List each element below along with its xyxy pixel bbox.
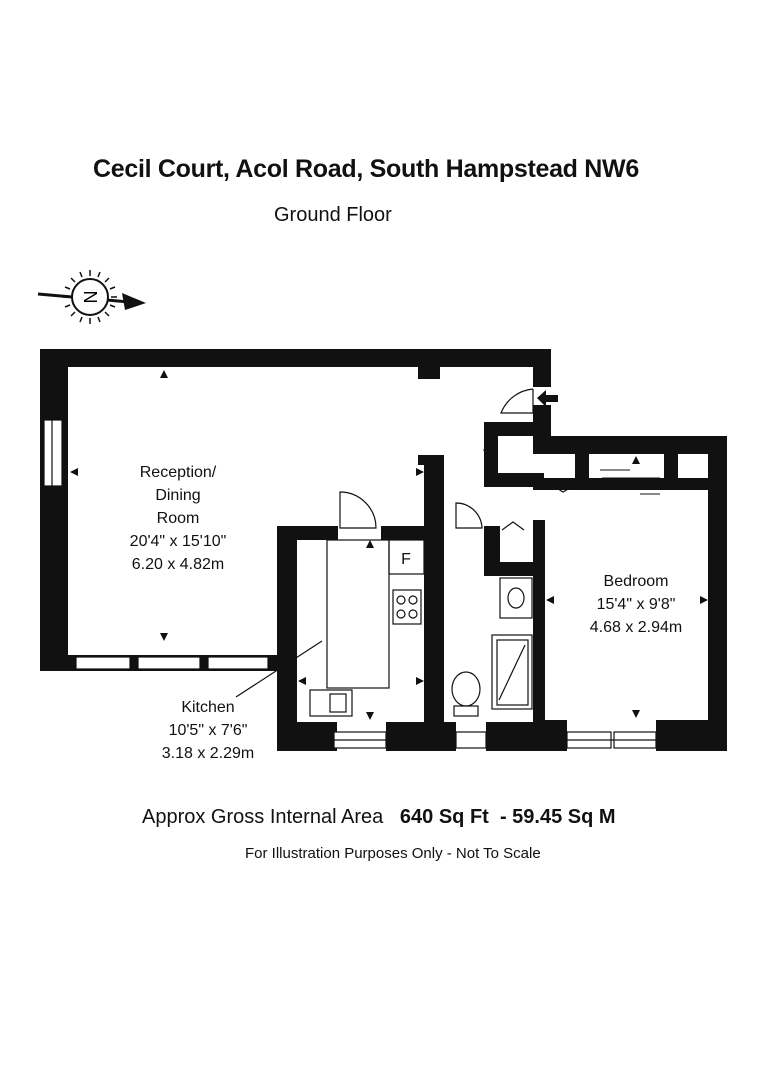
area-sqm: - 59.45 Sq M: [499, 806, 616, 828]
gross-internal-area: Approx Gross Internal Area 640 Sq Ft - 5…: [142, 806, 616, 829]
bedroom-metric: 4.68 x 2.94m: [590, 619, 683, 636]
dimension-markers: [70, 370, 708, 720]
fridge-label: F: [401, 551, 411, 568]
reception-name-3: Room: [157, 510, 200, 527]
reception-imperial: 20'4" x 15'10": [130, 533, 227, 550]
floor-label: Ground Floor: [274, 204, 392, 226]
kitchen-metric: 3.18 x 2.29m: [162, 745, 255, 762]
page-title: Cecil Court, Acol Road, South Hampstead …: [93, 155, 639, 183]
bedroom-imperial: 15'4" x 9'8": [597, 596, 676, 613]
north-compass-icon: N: [37, 270, 146, 324]
kitchen-imperial: 10'5" x 7'6": [169, 722, 248, 739]
reception-metric: 6.20 x 4.82m: [132, 556, 225, 573]
kitchen-leader-line: [235, 640, 323, 698]
windows: [43, 419, 657, 749]
walls: [40, 349, 727, 751]
kitchen-name: Kitchen: [181, 699, 234, 716]
entrance-arrow-icon: [537, 390, 558, 407]
area-sqft: 640 Sq Ft: [399, 806, 489, 828]
doors: [339, 388, 576, 531]
reception-name-1: Reception/: [140, 464, 217, 481]
bathroom-fittings: [451, 577, 533, 717]
area-label: Approx Gross Internal Area: [142, 806, 384, 828]
compass-label: N: [81, 291, 101, 304]
kitchen-fittings: [309, 539, 425, 717]
bedroom-name: Bedroom: [604, 573, 669, 590]
disclaimer: For Illustration Purposes Only - Not To …: [245, 845, 541, 862]
wardrobe-doors: [600, 469, 708, 495]
reception-name-2: Dining: [155, 487, 200, 504]
